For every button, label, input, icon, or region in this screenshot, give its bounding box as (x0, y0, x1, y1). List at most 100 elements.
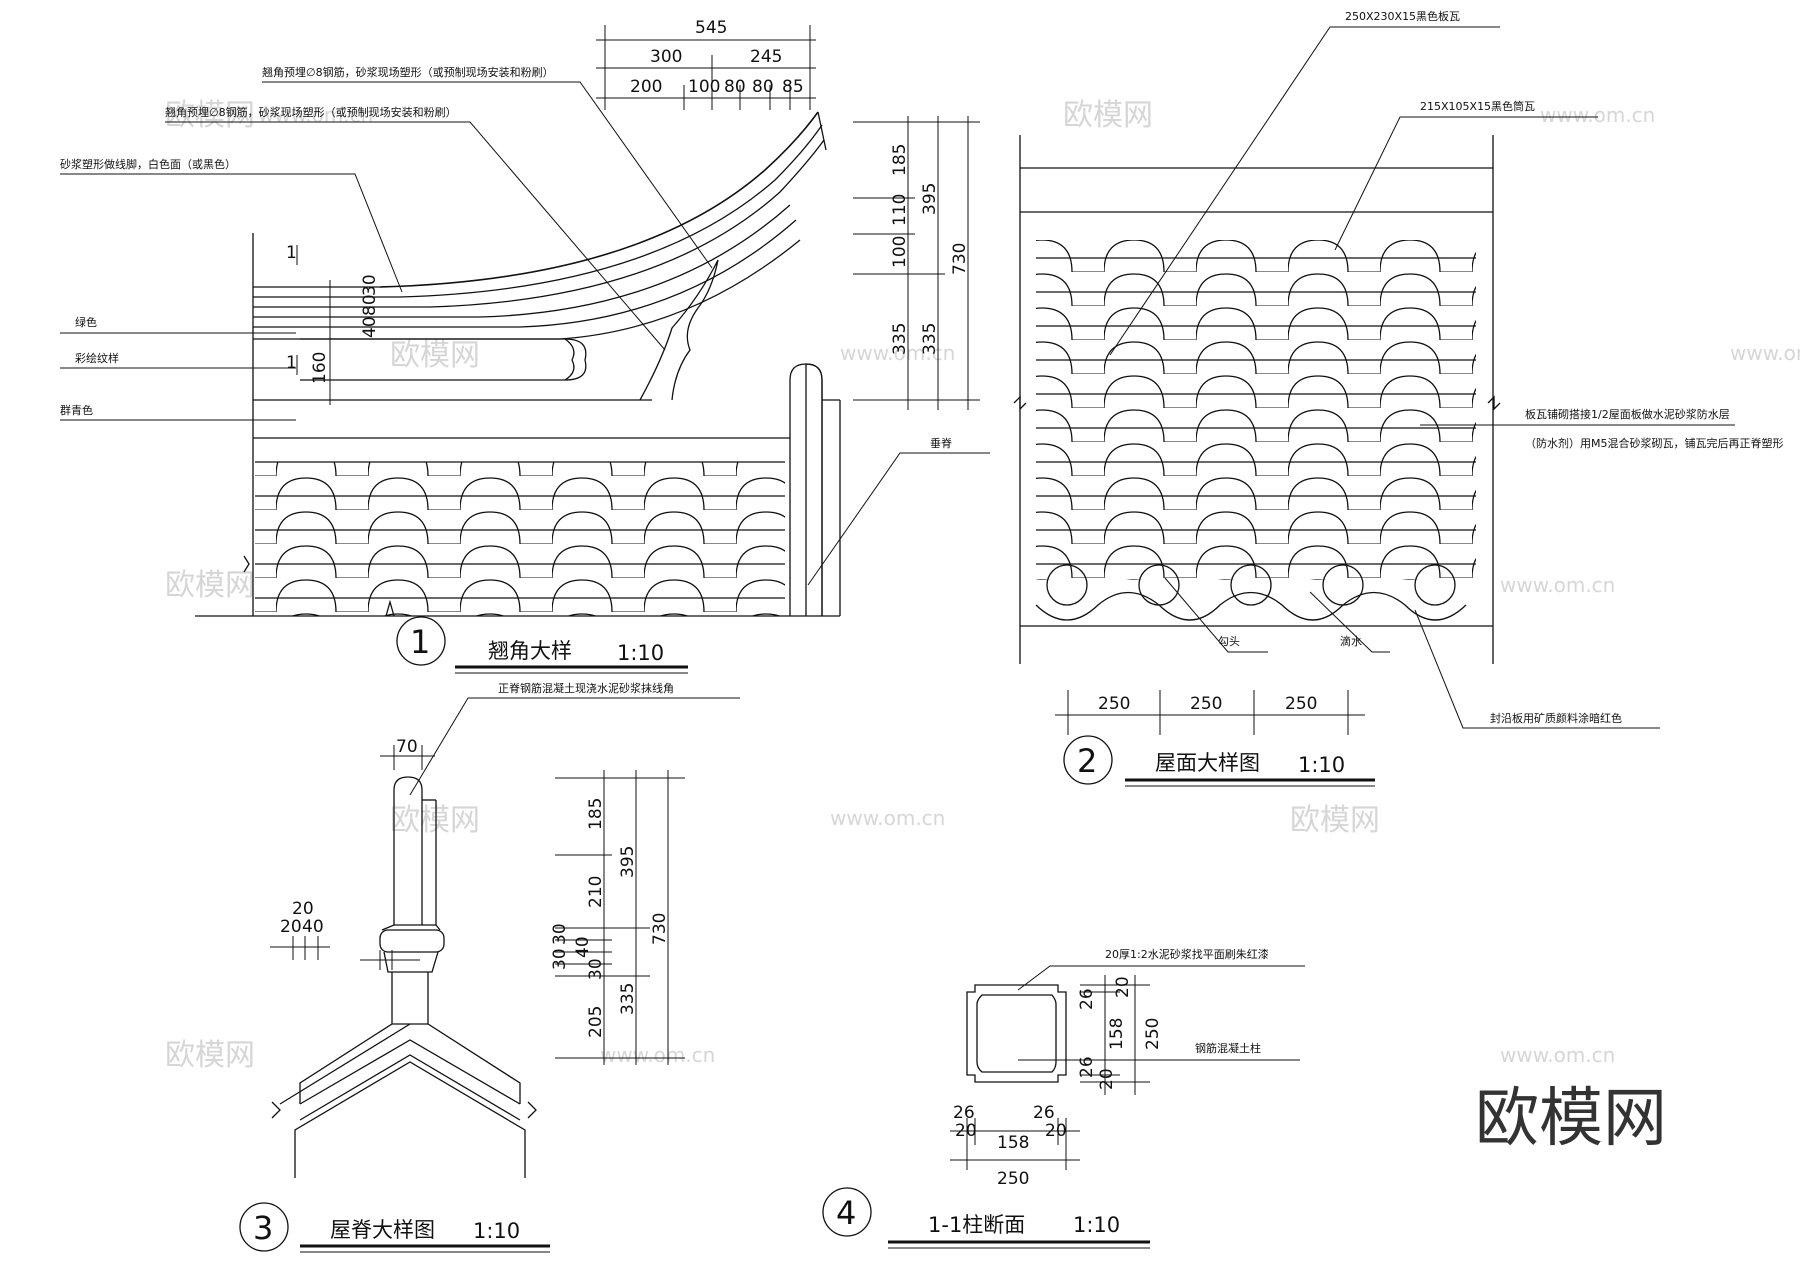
detail-3-ridge (271, 776, 537, 1178)
detail-2-number: 2 (1077, 742, 1097, 780)
detail-4-title: 1-1柱断面 (928, 1213, 1025, 1237)
dim-250b: 250 (1190, 694, 1222, 714)
dim-20-left: 20 (955, 1121, 977, 1141)
dim-26-top: 26 (1077, 988, 1097, 1010)
detail-2-note-4: （防水剂）用M5混合砂浆砌瓦，铺瓦完后再正脊塑形 (1525, 436, 1784, 450)
detail-4-dims (950, 965, 1305, 1170)
detail-4-scale: 1:10 (1073, 1213, 1120, 1237)
dim-20: 20 (280, 917, 302, 937)
dim-80b: 80 (752, 77, 774, 97)
watermarks: 欧模网 www.om.cn 欧模网 www.om.cn 欧模网 www.om.c… (165, 98, 1800, 1073)
dim-40: 40 (573, 936, 593, 958)
detail-1-title: 翘角大样 (488, 639, 572, 663)
detail-2-note-3: 板瓦铺砌搭接1/2屋面板做水泥砂浆防水层 (1525, 407, 1730, 421)
watermark-text: 欧模网 (390, 338, 480, 373)
detail-1-note-6: 群青色 (60, 403, 93, 417)
dim-160: 160 (310, 352, 330, 384)
dim-30c: 30 (586, 958, 606, 980)
dim-158-v: 158 (1107, 1018, 1127, 1050)
dim-20-bottom: 20 (1097, 1068, 1117, 1090)
section-mark-1-top: 1 (286, 243, 297, 263)
dim-335: 335 (890, 323, 910, 355)
dim-40: 40 (360, 316, 380, 338)
detail-number-circle (1063, 735, 1113, 785)
dim-250-v: 250 (1143, 1018, 1163, 1050)
detail-1-number: 1 (410, 623, 430, 661)
dim-26-bottom: 26 (1077, 1056, 1097, 1078)
detail-1-leaders (60, 81, 990, 586)
detail-4-number: 4 (836, 1194, 856, 1232)
dim-30a: 30 (550, 923, 570, 945)
watermark-text: 欧模网 (1290, 803, 1380, 838)
detail-2-dims-bottom (1055, 690, 1365, 735)
watermark-url: www.om.cn (600, 1043, 715, 1067)
detail-1-dims-left (296, 245, 345, 405)
dim-545: 545 (695, 18, 727, 38)
detail-3-dims (270, 697, 740, 1065)
dim-250: 250 (997, 1169, 1029, 1189)
detail-2-title-block: 2 屋面大样图 1:10 (1063, 735, 1375, 787)
detail-2-title: 屋面大样图 (1155, 751, 1260, 775)
detail-2-roof-plan (1013, 135, 1501, 664)
watermark-url: www.om.cn (258, 103, 373, 127)
watermark-url: www.om.cn (1540, 103, 1655, 127)
dim-26-right: 26 (1033, 1103, 1055, 1123)
watermark-text: 欧模网 (165, 568, 255, 603)
detail-1-scale: 1:10 (617, 641, 664, 665)
detail-2-note-6: 滴水 (1340, 634, 1362, 648)
detail-4-title-block: 4 1-1柱断面 1:10 (822, 1187, 1150, 1249)
dim-110: 110 (890, 194, 910, 226)
detail-1-title-block: 1 翘角大样 1:10 (396, 616, 688, 674)
detail-2-scale: 1:10 (1298, 753, 1345, 777)
dim-245: 245 (750, 47, 782, 67)
detail-2-note-7: 封沿板用矿质颜料涂暗红色 (1490, 711, 1622, 725)
dim-20-top: 20 (292, 899, 314, 919)
detail-3-number: 3 (253, 1209, 273, 1247)
detail-3-title: 屋脊大样图 (330, 1218, 435, 1242)
brand-logo: 欧模网 (1475, 1082, 1667, 1156)
detail-1-note-5: 彩绘纹样 (75, 351, 119, 365)
detail-number-circle (822, 1187, 872, 1237)
dim-300: 300 (650, 47, 682, 67)
detail-number-circle (396, 616, 446, 666)
section-mark-1-bottom: 1 (286, 353, 297, 373)
detail-2-note-5: 勾头 (1218, 635, 1240, 648)
dim-185: 185 (890, 144, 910, 176)
dim-210: 210 (586, 876, 606, 908)
dim-80a: 80 (724, 77, 746, 97)
detail-4-note-2: 钢筋混凝土柱 (1195, 1041, 1261, 1055)
detail-1-note-4: 绿色 (75, 315, 97, 329)
watermark-url: www.om.cn (830, 806, 945, 830)
detail-2-leaders (1109, 26, 1735, 729)
dim-100: 100 (890, 236, 910, 268)
dim-395: 395 (920, 183, 940, 215)
detail-1-note-1: 翘角预埋∅8钢筋，砂浆现场塑形（或预制现场安装和粉刷） (262, 65, 554, 79)
detail-number-circle (239, 1202, 289, 1252)
dim-158: 158 (997, 1133, 1029, 1153)
detail-2-note-2: 215X105X15黑色筒瓦 (1420, 99, 1535, 113)
watermark-url: www.om.cn (1500, 573, 1615, 597)
dim-200: 200 (630, 77, 662, 97)
dim-20-right: 20 (1045, 1121, 1067, 1141)
dim-40: 40 (302, 917, 324, 937)
dim-335b: 335 (920, 323, 940, 355)
detail-1-note-7: 垂脊 (930, 436, 952, 450)
dim-70: 70 (396, 737, 418, 757)
detail-1-eave-corner (195, 111, 841, 617)
detail-1-dims-right (853, 116, 980, 410)
watermark-text: 欧模网 (390, 803, 480, 838)
detail-1-note-2: 翘角预埋∅8钢筋，砂浆现场塑形（或预制现场安装和粉刷） (165, 105, 457, 119)
watermark-text: 欧模网 (165, 1038, 255, 1073)
detail-1-dims-top (596, 25, 816, 110)
detail-4-column-section (966, 984, 1067, 1083)
dim-730: 730 (650, 913, 670, 945)
detail-3-title-block: 3 屋脊大样图 1:10 (239, 1202, 550, 1253)
detail-4-note-1: 20厚1:2水泥砂浆找平面刷朱红漆 (1105, 947, 1269, 961)
dim-30: 30 (360, 274, 380, 296)
dim-26-left: 26 (953, 1103, 975, 1123)
dim-205: 205 (586, 1006, 606, 1038)
detail-1-note-3: 砂浆塑形做线脚，白色面（或黑色） (60, 157, 236, 171)
dim-20-top: 20 (1113, 976, 1133, 998)
watermark-url: www.om.cn (840, 341, 955, 365)
